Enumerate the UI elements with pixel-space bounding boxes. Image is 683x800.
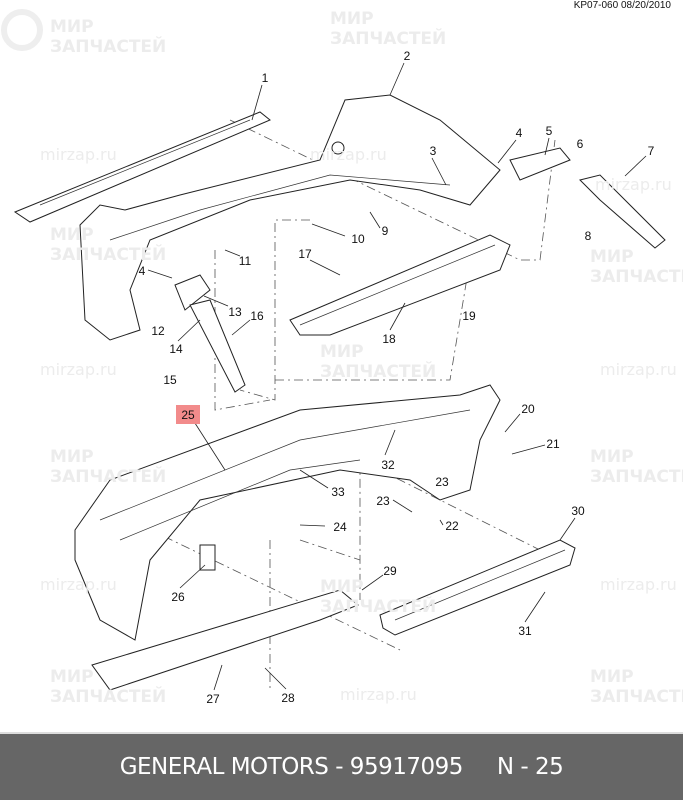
callout-22[interactable]: 22 [445, 519, 459, 533]
callout-21[interactable]: 21 [546, 437, 560, 451]
callout-14[interactable]: 14 [169, 342, 183, 356]
part-30-impact-bar [379, 539, 576, 636]
part-25-lower-fascia [74, 384, 501, 641]
callout-33[interactable]: 33 [331, 485, 345, 499]
svg-text:МИР: МИР [50, 447, 94, 467]
callout-29[interactable]: 29 [383, 564, 397, 578]
svg-text:mirzap.ru: mirzap.ru [340, 685, 417, 704]
part-1-trim-strip [13, 111, 271, 223]
callout-20[interactable]: 20 [521, 402, 535, 416]
svg-text:МИР: МИР [590, 247, 634, 267]
svg-text:МИР: МИР [50, 667, 94, 687]
callout-25[interactable]: 25 [181, 408, 195, 422]
svg-text:МИР: МИР [590, 447, 634, 467]
callout-26[interactable]: 26 [171, 590, 185, 604]
callout-8[interactable]: 8 [585, 229, 592, 243]
svg-text:МИР: МИР [320, 342, 364, 362]
svg-text:mirzap.ru: mirzap.ru [310, 145, 387, 164]
svg-text:ЗАПЧАСТЕЙ: ЗАПЧАСТЕЙ [50, 35, 166, 57]
svg-text:МИР: МИР [50, 17, 94, 37]
part-19-bracket [289, 234, 511, 336]
callout-16[interactable]: 16 [250, 309, 264, 323]
callout-4[interactable]: 4 [139, 264, 146, 278]
svg-text:МИР: МИР [320, 577, 364, 597]
callout-5[interactable]: 5 [546, 124, 553, 138]
position-number: N - 25 [496, 754, 564, 780]
callout-12[interactable]: 12 [151, 324, 165, 338]
callout-7[interactable]: 7 [648, 144, 655, 158]
svg-text:ЗАПЧАСТЕЙ: ЗАПЧАСТЕЙ [590, 465, 683, 487]
svg-text:mirzap.ru: mirzap.ru [40, 145, 117, 164]
callout-30[interactable]: 30 [571, 504, 585, 518]
callout-11[interactable]: 11 [239, 254, 252, 268]
callout-10[interactable]: 10 [351, 232, 365, 246]
svg-text:ЗАПЧАСТЕЙ: ЗАПЧАСТЕЙ [320, 360, 436, 382]
svg-text:mirzap.ru: mirzap.ru [40, 360, 117, 379]
callout-15[interactable]: 15 [163, 373, 177, 387]
leader-lines [147, 62, 647, 691]
svg-text:ЗАПЧАСТЕЙ: ЗАПЧАСТЕЙ [590, 685, 683, 707]
callout-28[interactable]: 28 [281, 691, 295, 705]
svg-text:ЗАПЧАСТЕЙ: ЗАПЧАСТЕЙ [590, 265, 683, 287]
callout-31[interactable]: 31 [518, 624, 532, 638]
callout-4[interactable]: 4 [516, 126, 523, 140]
callout-27[interactable]: 27 [206, 692, 220, 706]
callout-19[interactable]: 19 [462, 309, 476, 323]
callout-13[interactable]: 13 [228, 305, 242, 319]
callouts: 1 2 3 4 5 6 7 8 9 10 11 4 12 13 14 15 16… [139, 49, 655, 706]
callout-18[interactable]: 18 [382, 332, 396, 346]
svg-text:ЗАПЧАСТЕЙ: ЗАПЧАСТЕЙ [320, 595, 436, 617]
svg-text:МИР: МИР [590, 667, 634, 687]
callout-17[interactable]: 17 [298, 247, 312, 261]
svg-text:ЗАПЧАСТЕЙ: ЗАПЧАСТЕЙ [50, 243, 166, 265]
svg-text:МИР: МИР [330, 9, 374, 29]
part-27-skid-plate [91, 589, 359, 691]
highlight-box [176, 405, 200, 424]
svg-text:mirzap.ru: mirzap.ru [600, 575, 677, 594]
part-2-upper-fascia [79, 94, 501, 341]
callout-23[interactable]: 23 [376, 494, 390, 508]
svg-text:ЗАПЧАСТЕЙ: ЗАПЧАСТЕЙ [50, 685, 166, 707]
callout-2[interactable]: 2 [404, 49, 411, 63]
callout-1[interactable]: 1 [262, 71, 269, 85]
svg-text:mirzap.ru: mirzap.ru [600, 360, 677, 379]
svg-text:МИР: МИР [50, 225, 94, 245]
brand-part-number: GENERAL MOTORS - 95917095 [119, 754, 464, 780]
callout-9[interactable]: 9 [382, 224, 389, 238]
callout-3[interactable]: 3 [430, 144, 437, 158]
diagram-reference: KP07-060 08/20/2010 [573, 0, 671, 11]
small-brackets [174, 147, 666, 571]
callout-23[interactable]: 23 [435, 475, 449, 489]
svg-text:mirzap.ru: mirzap.ru [595, 175, 672, 194]
svg-text:ЗАПЧАСТЕЙ: ЗАПЧАСТЕЙ [50, 465, 166, 487]
svg-text:mirzap.ru: mirzap.ru [40, 575, 117, 594]
callout-24[interactable]: 24 [333, 520, 347, 534]
callout-6[interactable]: 6 [577, 137, 584, 151]
callout-32[interactable]: 32 [381, 458, 395, 472]
svg-text:ЗАПЧАСТЕЙ: ЗАПЧАСТЕЙ [330, 27, 446, 49]
footer-bar: GENERAL MOTORS - 95917095 N - 25 [0, 732, 683, 800]
